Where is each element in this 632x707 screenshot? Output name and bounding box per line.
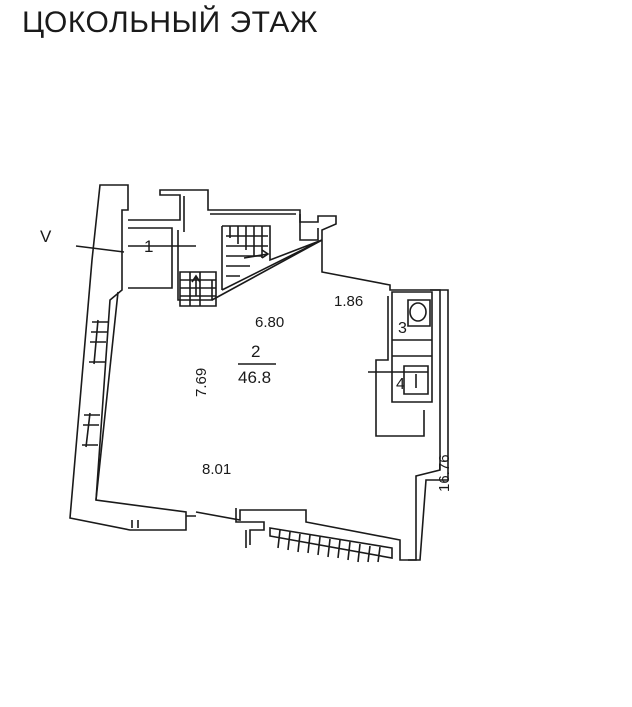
bottom-door [235,508,265,548]
dimension-right-outer: 16.76 [436,454,453,492]
sink-fixture [403,365,429,395]
toilet-bowl [409,302,427,322]
staircase-bottom [269,527,393,563]
room-4-number: 4 [396,376,405,393]
window-left-2-pane [85,412,91,448]
room-1-inner [128,227,213,301]
room-2-number: 2 [251,342,260,361]
dimension-top: 6.80 [255,314,284,331]
staircase-top [221,225,323,291]
outer-wall-right [408,289,449,561]
stair-arrow-2 [191,274,201,296]
room-3-number: 3 [398,320,407,337]
section-line-v [75,245,125,253]
window-left-1 [89,321,108,363]
window-left-2 [82,414,100,446]
top-wall-inner [183,196,319,241]
room-2-area: 46.8 [238,368,271,387]
stair-arrow [243,249,270,259]
wet-rooms-block [375,291,433,437]
staircase-left [179,271,217,307]
outer-wall-left [69,184,187,531]
plan-title: ЦОКОЛЬНЫЙ ЭТАЖ [22,6,319,39]
room-1-number: 1 [144,237,153,256]
inner-wall-left [95,291,119,501]
hall-diagonal-wall [211,239,323,301]
entry-mark-label: V [40,227,52,246]
toilet-fixture [407,299,431,327]
dimension-bottom: 8.01 [202,461,231,478]
window-left-1-pane [93,319,99,365]
room-1-walls [128,189,441,561]
dimension-corner: 1.86 [334,293,363,310]
bottom-wall-detail [131,515,196,528]
dimension-left: 7.69 [193,368,210,397]
